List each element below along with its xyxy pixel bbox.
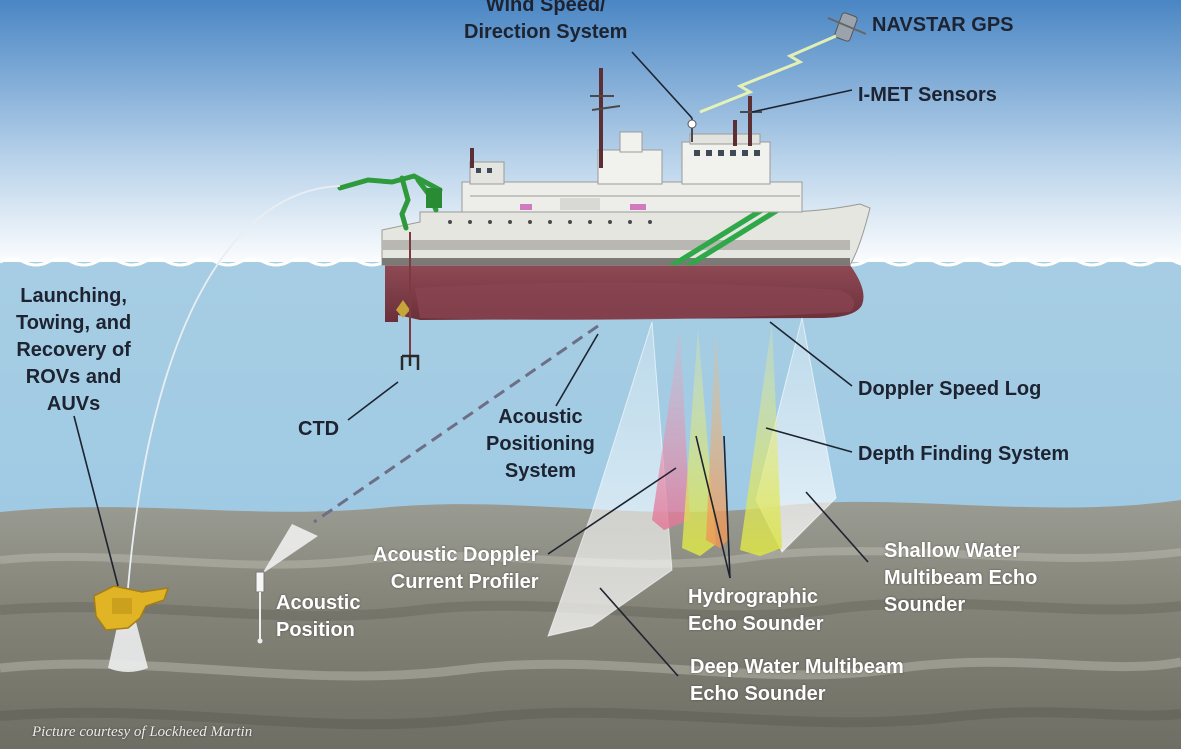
tow-cable (127, 185, 341, 589)
ctd-instrument (400, 354, 420, 370)
leader-lines (73, 51, 869, 677)
label-navstar-gps: NAVSTAR GPS (872, 14, 1014, 36)
label-acoustic-positioning-system: Acoustic Positioning System (486, 404, 595, 485)
label-hydrographic-echo-sounder: Hydrographic Echo Sounder (688, 584, 824, 638)
label-line: System (504, 460, 577, 482)
label-line: Launching, (20, 285, 127, 307)
transponder-beam (262, 524, 318, 574)
label-launching-towing-recovery: Launching, Towing, and Recovery of ROVs … (16, 283, 131, 418)
ship-superstructure (461, 131, 803, 213)
acoustic-position-transponder (255, 571, 265, 593)
label-depth-finding-system: Depth Finding System (858, 443, 1070, 465)
rov-vehicle (93, 585, 170, 672)
label-line: Acoustic (498, 406, 583, 428)
acoustic-positioning-signal (313, 324, 599, 524)
label-line: Current Profiler (390, 571, 539, 593)
deep-water-multibeam-beam (547, 321, 673, 637)
label-line: Multibeam Echo (884, 567, 1038, 589)
label-line: Recovery of (16, 339, 131, 361)
label-ctd: CTD (298, 418, 340, 440)
sonar-beams (547, 317, 837, 637)
label-line: Echo Sounder (690, 683, 826, 705)
label-deep-water-multibeam-echo-sounder: Deep Water Multibeam Echo Sounder (690, 654, 904, 708)
pink-beam (652, 328, 690, 530)
label-shallow-water-multibeam-echo-sounder: Shallow Water Multibeam Echo Sounder (884, 538, 1037, 619)
label-wind-speed-direction-system: Wind Speed/ Direction System (464, 0, 627, 46)
gps-signal (699, 34, 837, 114)
label-line: Acoustic (276, 592, 361, 614)
orange-beam (706, 326, 728, 548)
image-credit: Picture courtesy of Lockheed Martin (32, 724, 253, 740)
label-acoustic-doppler-current-profiler: Acoustic Doppler Current Profiler (373, 542, 539, 596)
label-line: Sounder (884, 594, 966, 616)
label-line: Positioning (486, 433, 595, 455)
label-line: Wind Speed/ (485, 0, 606, 16)
label-line: Position (276, 619, 355, 641)
ship-hull (381, 203, 871, 266)
label-line: Acoustic Doppler (373, 544, 539, 566)
gps-satellite-icon (827, 12, 867, 42)
label-line: Hydrographic (688, 586, 819, 608)
label-imet-sensors: I-MET Sensors (858, 84, 997, 106)
yellow-beam-1 (682, 328, 716, 556)
label-line: Direction System (464, 21, 628, 43)
label-line: Towing, and (16, 312, 132, 334)
label-line: Deep Water Multibeam (690, 656, 904, 678)
label-line: ROVs and (25, 366, 122, 388)
yellow-beam-2 (740, 322, 782, 556)
propeller (396, 300, 410, 318)
label-line: Shallow Water (884, 540, 1020, 562)
label-line: Echo Sounder (688, 613, 824, 635)
ship-masts (470, 68, 752, 168)
label-acoustic-position: Acoustic Position (276, 590, 360, 644)
label-doppler-speed-log: Doppler Speed Log (858, 378, 1042, 400)
label-line: AUVs (46, 393, 101, 415)
